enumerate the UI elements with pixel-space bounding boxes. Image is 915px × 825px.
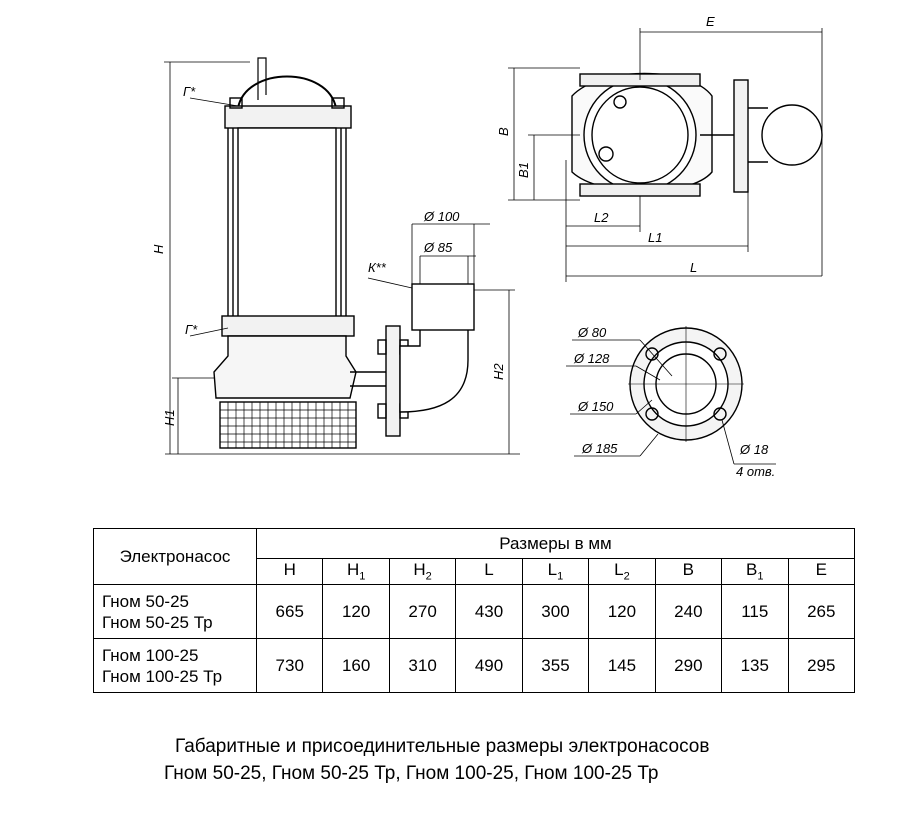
- value-cell: 120: [588, 584, 656, 639]
- column-header: L2: [588, 558, 656, 585]
- column-header: H2: [388, 558, 457, 585]
- dim-d150-label: Ø 150: [577, 399, 614, 414]
- flange-view-dimensions: [566, 339, 776, 465]
- pump-column-header: Электронасос: [93, 528, 257, 585]
- value-cell: 355: [521, 638, 590, 693]
- caption-line-1: Габаритные и присоединительные размеры э…: [175, 736, 710, 757]
- motor-housing: [237, 127, 337, 319]
- technical-drawing: Г* Г* К** H H1 H2 Ø 100 Ø 85: [151, 14, 823, 479]
- dim-d85-label: Ø 85: [423, 240, 453, 255]
- dim-e-label: E: [706, 14, 715, 29]
- label-k: К**: [368, 260, 387, 275]
- top-view-motor-circle: [583, 78, 697, 192]
- value-cell: 300: [521, 584, 590, 639]
- value-cell: 115: [721, 584, 789, 639]
- top-view: [571, 72, 823, 197]
- value-cell: 120: [322, 584, 390, 639]
- dim-b-label: B: [496, 127, 511, 136]
- caption-line-2: Гном 50-25, Гном 50-25 Тр, Гном 100-25, …: [164, 763, 659, 784]
- value-cell: 310: [388, 638, 457, 693]
- discharge-flange: [385, 325, 401, 437]
- dim-l2-label: L2: [594, 210, 609, 225]
- label-g-top: Г*: [183, 84, 196, 99]
- column-header: H1: [322, 558, 390, 585]
- pump-casing: [213, 335, 357, 399]
- top-view-flange: [733, 79, 749, 193]
- top-view-pipe: [761, 104, 823, 166]
- dim-d80-label: Ø 80: [577, 325, 607, 340]
- value-cell: 160: [322, 638, 390, 693]
- value-cell: 295: [787, 638, 855, 693]
- top-view-labels: E B B1 L2 L1 L: [496, 14, 715, 275]
- flange-view-labels: Ø 80 Ø 128 Ø 150 Ø 185 Ø 18 4 отв.: [573, 325, 775, 479]
- label-g-bottom: Г*: [185, 322, 198, 337]
- dim-l-label: L: [690, 260, 697, 275]
- sizes-header: Размеры в мм: [256, 528, 855, 559]
- value-cell: 240: [654, 584, 723, 639]
- dim-b1-label: B1: [516, 162, 531, 178]
- side-view-dimensions: [164, 61, 515, 454]
- value-cell: 265: [787, 584, 855, 639]
- side-view: [165, 57, 520, 455]
- side-view-labels: Г* Г* К** H H1 H2 Ø 100 Ø 85: [151, 84, 506, 426]
- value-cell: 290: [654, 638, 723, 693]
- flange-view: [628, 326, 744, 442]
- dim-h2-label: H2: [491, 363, 506, 380]
- motor-top-cap: [224, 105, 352, 129]
- value-cell: 665: [255, 584, 324, 639]
- dim-h1-label: H1: [162, 409, 177, 426]
- column-header: L1: [521, 558, 590, 585]
- dimensions-table: Электронасос Размеры в мм H H1 H2 L L1 L…: [93, 528, 855, 693]
- dim-d128-label: Ø 128: [573, 351, 610, 366]
- value-cell: 430: [455, 584, 523, 639]
- dim-l1-label: L1: [648, 230, 662, 245]
- column-header: L: [455, 558, 523, 585]
- dim-d18-label: Ø 18: [739, 442, 769, 457]
- dim-d185-label: Ø 185: [581, 441, 618, 456]
- dim-d100-label: Ø 100: [423, 209, 460, 224]
- holes-note-label: 4 отв.: [736, 464, 775, 479]
- dim-h-label: H: [151, 244, 166, 254]
- value-cell: 135: [721, 638, 789, 693]
- value-cell: 145: [588, 638, 656, 693]
- value-cell: 730: [255, 638, 324, 693]
- column-header: B: [654, 558, 723, 585]
- strainer-grid: [219, 401, 357, 449]
- column-header: E: [787, 558, 855, 585]
- columns-row: H H1 H2 L L1 L2 B B1 E: [94, 558, 855, 585]
- column-header: B1: [721, 558, 789, 585]
- value-cell: 490: [455, 638, 523, 693]
- motor-lower-flange: [221, 315, 355, 337]
- lifting-handle: [237, 75, 337, 109]
- top-view-dimensions: [508, 28, 823, 282]
- column-header: H: [255, 558, 324, 585]
- value-cell: 270: [388, 584, 457, 639]
